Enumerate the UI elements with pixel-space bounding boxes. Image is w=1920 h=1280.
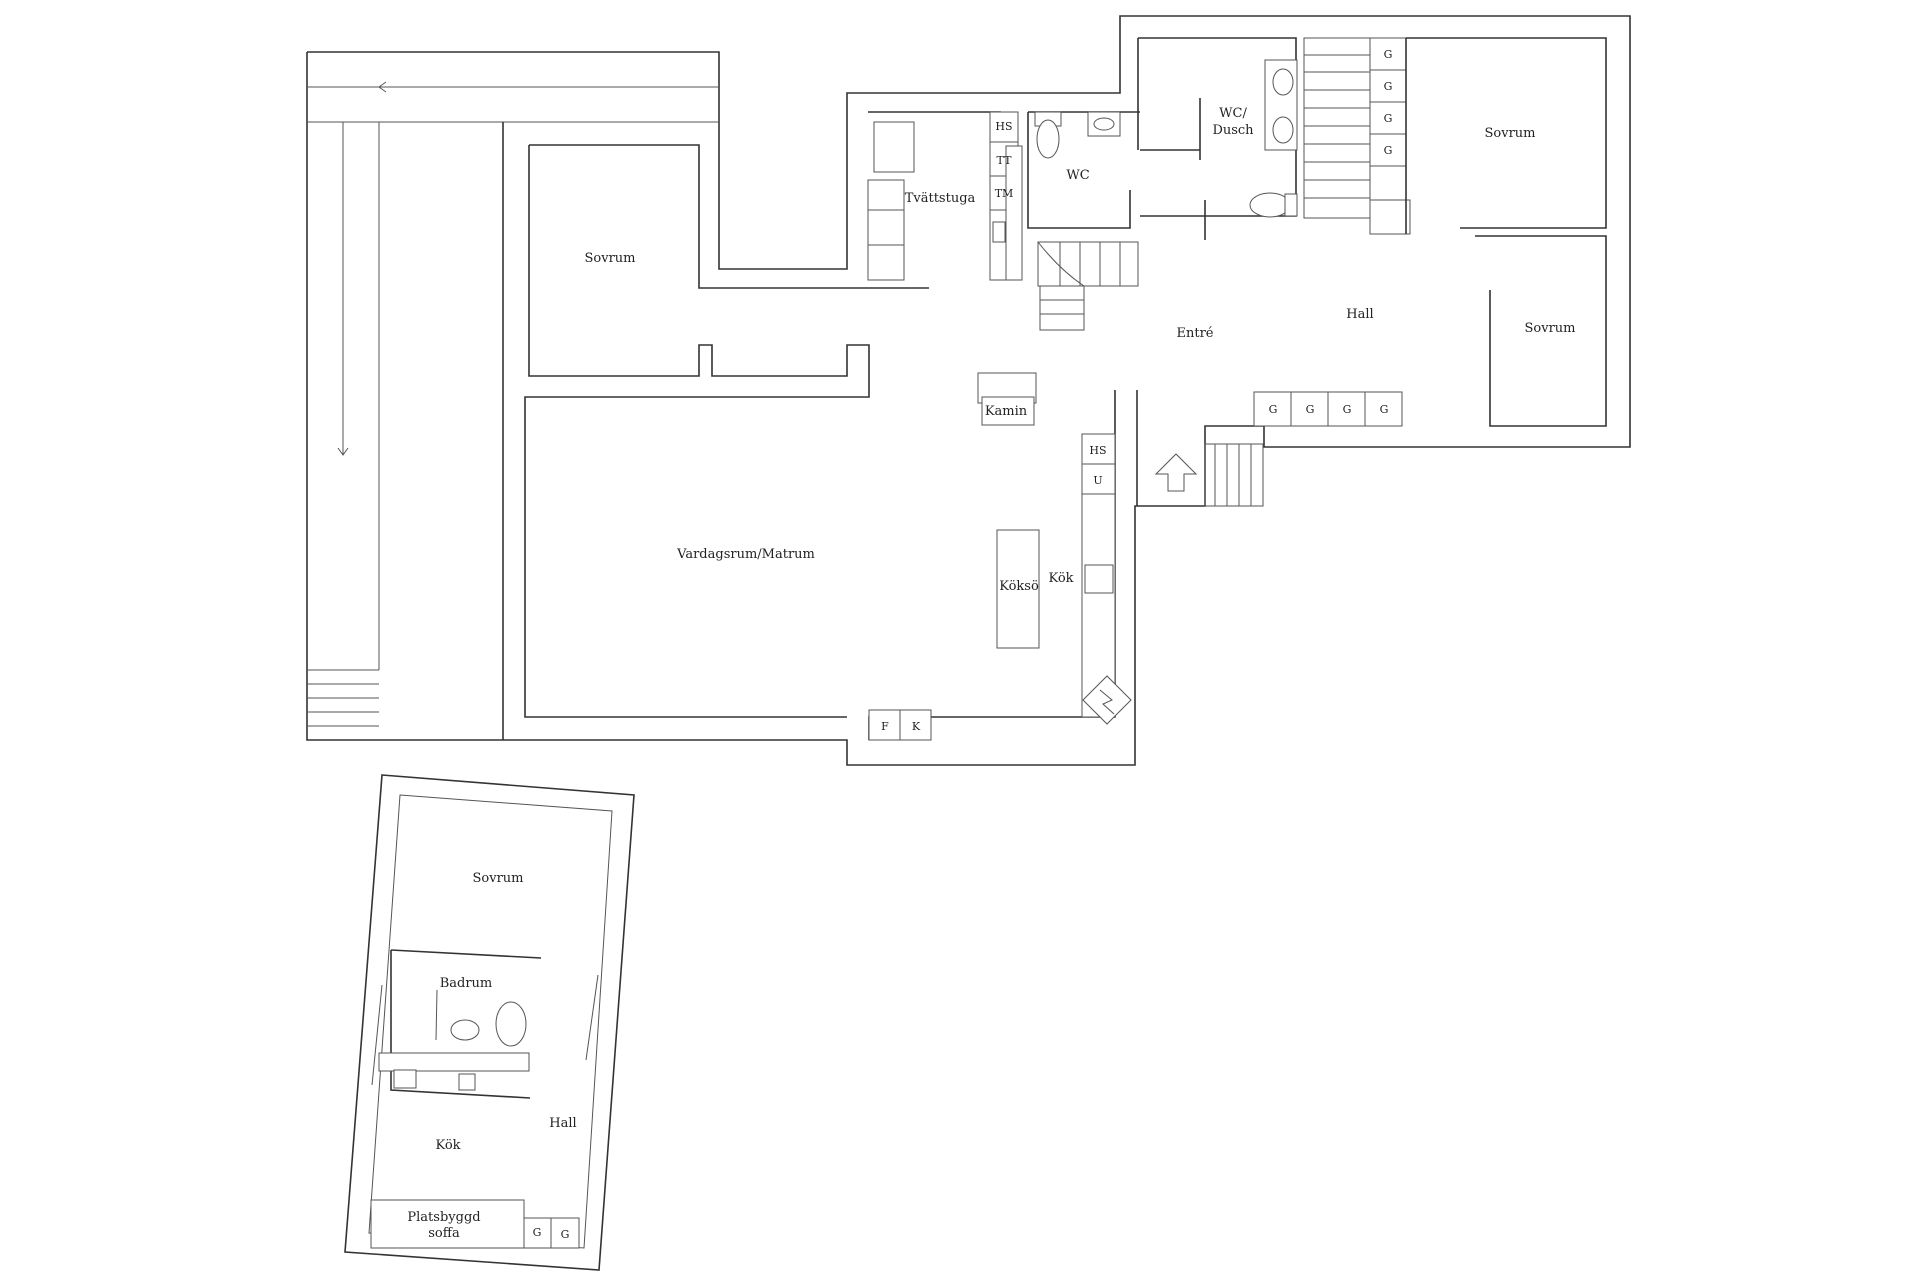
tag-f: F — [881, 720, 889, 733]
annex-room-badrum: Badrum — [440, 976, 493, 991]
tag-tm: TM — [995, 187, 1014, 200]
tag-k: K — [912, 720, 921, 733]
tag-g-south-3: G — [1343, 403, 1352, 416]
room-tvattstuga: Tvättstuga — [905, 191, 976, 206]
annex-soffa-line2: soffa — [428, 1226, 460, 1241]
tag-g-north-2: G — [1384, 80, 1393, 93]
room-sovrum-west: Sovrum — [585, 251, 636, 266]
tag-tt: TT — [997, 154, 1013, 167]
room-sovrum-ne: Sovrum — [1485, 126, 1536, 141]
tag-g-south-2: G — [1306, 403, 1315, 416]
annex — [344, 774, 635, 1271]
room-wc-dusch-line1: WC/ — [1219, 106, 1247, 121]
room-entre: Entré — [1177, 326, 1214, 341]
room-hall: Hall — [1346, 307, 1373, 322]
tag-g-north-1: G — [1384, 48, 1393, 61]
tag-g-north-4: G — [1384, 144, 1393, 157]
room-sovrum-east: Sovrum — [1525, 321, 1576, 336]
tag-hs-laundry: HS — [995, 120, 1012, 133]
tag-hs-kitchen: HS — [1089, 444, 1106, 457]
annex-tag-g-1: G — [533, 1226, 542, 1239]
annex-room-kok: Kök — [435, 1138, 460, 1153]
tag-g-south-4: G — [1380, 403, 1389, 416]
fixture-tags: HS TT TM HS U F K G G G G G G G G — [881, 48, 1392, 733]
label-koksoe: Köksö — [999, 579, 1039, 594]
tag-u: U — [1093, 474, 1102, 487]
inner-walls — [502, 37, 1607, 741]
annex-tag-g-2: G — [561, 1228, 570, 1241]
room-kok: Kök — [1048, 571, 1073, 586]
room-vardagsrum-matrum: Vardagsrum/Matrum — [676, 547, 815, 562]
annex-room-hall: Hall — [549, 1116, 576, 1131]
room-wc-dusch-line2: Dusch — [1212, 123, 1254, 138]
annex-labels: Sovrum Badrum Hall Kök Platsbyggd soffa … — [407, 871, 576, 1241]
tag-g-south-1: G — [1269, 403, 1278, 416]
tag-g-north-3: G — [1384, 112, 1393, 125]
room-labels: Sovrum Tvättstuga WC WC/ Dusch Sovrum En… — [585, 106, 1576, 594]
room-wc: WC — [1066, 168, 1089, 183]
annex-soffa-line1: Platsbyggd — [407, 1210, 480, 1225]
outer-walls — [306, 15, 1631, 766]
label-kamin: Kamin — [985, 404, 1028, 419]
annex-room-sovrum: Sovrum — [473, 871, 524, 886]
terrace — [307, 81, 719, 727]
